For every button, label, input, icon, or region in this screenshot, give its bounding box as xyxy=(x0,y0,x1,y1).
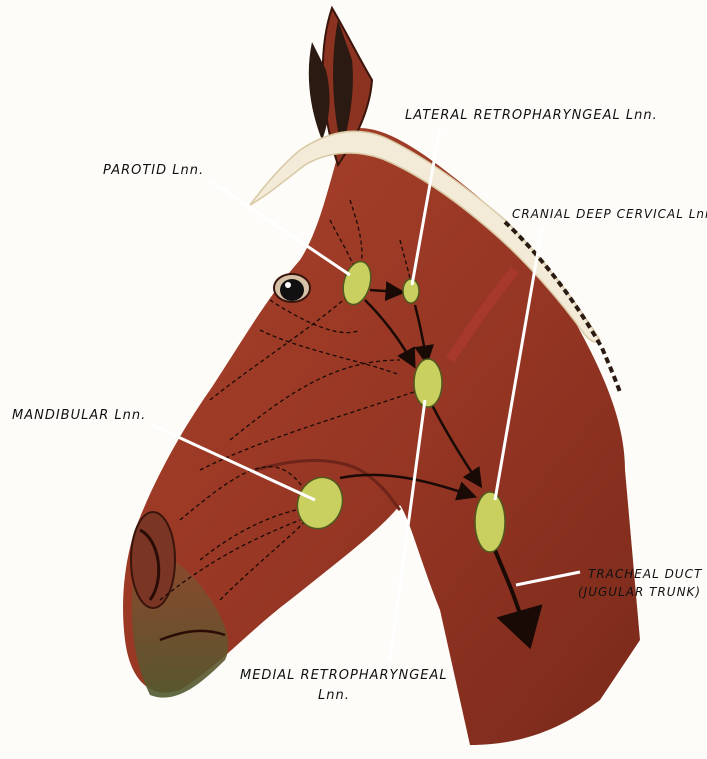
label-jugular-trunk: (JUGULAR TRUNK) xyxy=(578,584,701,600)
label-parotid: PAROTID Lnn. xyxy=(103,163,204,179)
label-mandibular: MANDIBULAR Lnn. xyxy=(12,408,146,424)
label-lateral-retropharyngeal: LATERAL RETROPHARYNGEAL Lnn. xyxy=(405,108,658,124)
label-medial-retropharyngeal: MEDIAL RETROPHARYNGEAL xyxy=(240,668,448,684)
label-tracheal-duct: TRACHEAL DUCT xyxy=(588,566,702,582)
cranial-deep-cervical-node xyxy=(475,492,505,552)
horse-eye-icon xyxy=(274,274,310,302)
label-medial-retropharyngeal-lnn: Lnn. xyxy=(318,688,350,704)
medial-retropharyngeal-node xyxy=(414,359,442,407)
label-cranial-deep-cervical: CRANIAL DEEP CERVICAL Lnn. xyxy=(512,206,707,222)
